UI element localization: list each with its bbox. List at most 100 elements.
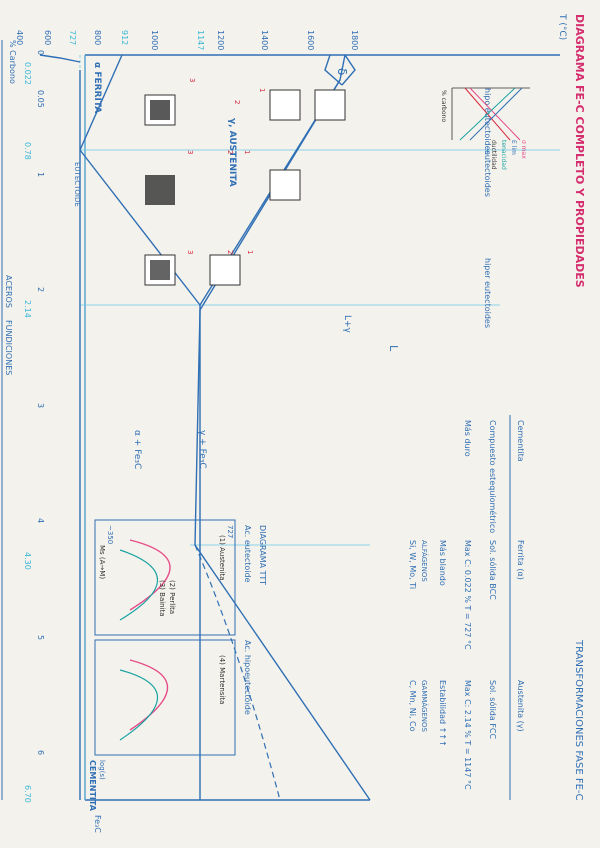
ttt-p3: (3) Bainita bbox=[158, 580, 166, 617]
table-r2c1: Más duro bbox=[463, 420, 472, 457]
tick-1000: 1000 bbox=[150, 30, 159, 50]
c-tick-0022: 0.022 bbox=[23, 62, 32, 85]
table-col2: Ferrita (α) bbox=[516, 540, 525, 580]
ttt-box-eut bbox=[94, 519, 236, 636]
cooling-markers: 1 1 1 2 2 2 3 3 3 bbox=[186, 78, 266, 254]
microstructures bbox=[144, 89, 346, 286]
ttt-box-hipo bbox=[94, 639, 236, 756]
c-tick-2: 2 bbox=[36, 287, 45, 292]
table-r3c2: Más blando bbox=[438, 540, 447, 586]
alfagenos-list: Si, W, Mo, Ti bbox=[408, 540, 417, 589]
marker-2c: 2 bbox=[226, 250, 234, 254]
alpha-fe3c-label: α + Fe₃C bbox=[132, 430, 142, 469]
c-tick-5: 5 bbox=[36, 635, 45, 640]
aceros-label: ACEROS bbox=[4, 275, 13, 308]
fe3c-label: Fe₃C bbox=[93, 815, 102, 833]
hiper-label: hiper eutectoides bbox=[483, 258, 492, 328]
c-tick-6: 6 bbox=[36, 750, 45, 755]
marker-3c: 3 bbox=[186, 250, 194, 254]
ttt-logt: log(s) bbox=[98, 760, 106, 780]
table-r2c2: Max C: 0.022 % T = 727 °C bbox=[463, 540, 472, 650]
gammagenos-label: GAMMÁGENOS bbox=[420, 680, 429, 733]
temperature-ticks: 400 600 727 800 912 1000 1147 1200 1400 … bbox=[15, 30, 359, 50]
tick-800: 800 bbox=[93, 30, 102, 45]
marker-2b: 2 bbox=[226, 150, 234, 154]
c-tick-214: 2.14 bbox=[23, 300, 32, 318]
c-tick-0: 0 bbox=[36, 50, 45, 55]
ttt-ms: Ms (A→M) bbox=[98, 545, 106, 579]
ttt-p1: (1) Austenita bbox=[218, 535, 226, 580]
hipo-label: hipo eutectoides bbox=[483, 88, 492, 155]
l-gamma-label: L+γ bbox=[342, 315, 352, 334]
ttt-t727: 727 bbox=[226, 525, 234, 538]
marker-1c: 1 bbox=[246, 250, 254, 254]
eut-label: eutectoides bbox=[483, 150, 492, 197]
legend-ductilidad: ductilidad bbox=[490, 140, 497, 170]
table-r1c3: Sol. sólida FCC bbox=[488, 680, 498, 740]
c-tick-670: 6.70 bbox=[23, 785, 32, 803]
table-r3c3: Estabilidad ↑↑↑ bbox=[438, 680, 447, 747]
marker-2a: 2 bbox=[233, 100, 241, 104]
ttt-p4: (4) Martensita bbox=[218, 655, 226, 704]
ttt-ac-hipo: Ac. hipoeutectoide bbox=[243, 640, 252, 715]
ttt-p2: (2) Perlita bbox=[168, 580, 176, 614]
legend-sigma: σ max bbox=[520, 140, 527, 159]
austenita-label: γ, AUSTENITA bbox=[227, 118, 237, 187]
ttt-ac-eut: Ac. eutectoide bbox=[243, 525, 252, 583]
phase-boundaries bbox=[39, 54, 371, 801]
c-tick-4: 4 bbox=[36, 518, 45, 523]
alfagenos-label: ALFÁGENOS bbox=[420, 540, 429, 582]
marker-1b: 1 bbox=[243, 150, 251, 154]
graphite-liquidus-dashed bbox=[194, 544, 281, 801]
cementita-label: CEMENTITA bbox=[88, 760, 97, 812]
tick-400: 400 bbox=[15, 30, 24, 45]
micro-austenite-3 bbox=[269, 169, 301, 201]
tick-1200: 1200 bbox=[216, 30, 225, 50]
c-tick-078: 0.78 bbox=[23, 142, 32, 160]
micro-eutectoid-pearlite bbox=[145, 175, 175, 205]
marker-1a: 1 bbox=[258, 88, 266, 92]
ferrita-label: α FERRITA bbox=[92, 62, 102, 113]
properties-table: Cementita Ferrita (α) Austenita (γ) Comp… bbox=[408, 415, 525, 800]
ttt-title: DIAGRAMA TTT bbox=[258, 525, 267, 585]
gammagenos-list: C, Mn, Ni, Co bbox=[408, 680, 417, 732]
fundiciones-label: FUNDICIONES bbox=[4, 320, 13, 375]
tick-912: 912 bbox=[120, 30, 129, 45]
legend-elim: E lim bbox=[510, 140, 517, 155]
rotated-diagram: DIAGRAMA FE-C COMPLETO Y PROPIEDADES TRA… bbox=[1, 13, 586, 833]
temperature-axis-label: T (°C) bbox=[557, 13, 567, 40]
props-xlabel: % carbono bbox=[440, 90, 447, 122]
tick-727: 727 bbox=[68, 30, 77, 45]
legend-tenacidad: tenacidad bbox=[500, 140, 507, 170]
properties-chart: σ max E lim tenacidad ductilidad % carbo… bbox=[440, 87, 530, 170]
c-tick-3: 3 bbox=[36, 403, 45, 408]
table-r1c2: Sol. sólida BCC bbox=[488, 540, 498, 600]
c-tick-430: 4.30 bbox=[23, 552, 32, 570]
micro-austenite-1 bbox=[269, 89, 301, 121]
marker-3a: 3 bbox=[188, 78, 196, 82]
tick-600: 600 bbox=[43, 30, 52, 45]
tick-1147: 1147 bbox=[196, 30, 205, 50]
micro-austenite-2 bbox=[314, 89, 346, 121]
micro-hyper-austenite bbox=[209, 254, 241, 286]
table-r2c3: Max C: 2.14 % T = 1147 °C bbox=[463, 680, 472, 790]
delta-label: δ bbox=[335, 68, 349, 75]
ttt-diagram: DIAGRAMA TTT Ac. eutectoide Ac. hipoeute… bbox=[94, 519, 267, 780]
ttt-t350: ~350 bbox=[106, 525, 114, 544]
carbon-ticks: 0 0.022 0.05 0.78 1 2 2.14 3 4 4.30 5 6 … bbox=[23, 50, 45, 803]
table-col1: Cementita bbox=[516, 420, 525, 462]
tick-1800: 1800 bbox=[350, 30, 359, 50]
eutectoide-label: EUTECTOIDE bbox=[73, 162, 81, 207]
carbon-axis-label: % Carbono bbox=[8, 40, 17, 84]
liquid-label: L bbox=[387, 345, 400, 352]
marker-3b: 3 bbox=[186, 150, 194, 154]
table-r1c1: Compuesto estequiométrico bbox=[488, 420, 498, 533]
tick-1400: 1400 bbox=[260, 30, 269, 50]
c-tick-005: 0.05 bbox=[36, 90, 45, 108]
gamma-fe3c-label: γ + Fe₃C bbox=[197, 430, 207, 469]
diagram-title: DIAGRAMA FE-C COMPLETO Y PROPIEDADES bbox=[573, 14, 586, 288]
tick-1600: 1600 bbox=[306, 30, 315, 50]
table-col3: Austenita (γ) bbox=[516, 680, 525, 732]
